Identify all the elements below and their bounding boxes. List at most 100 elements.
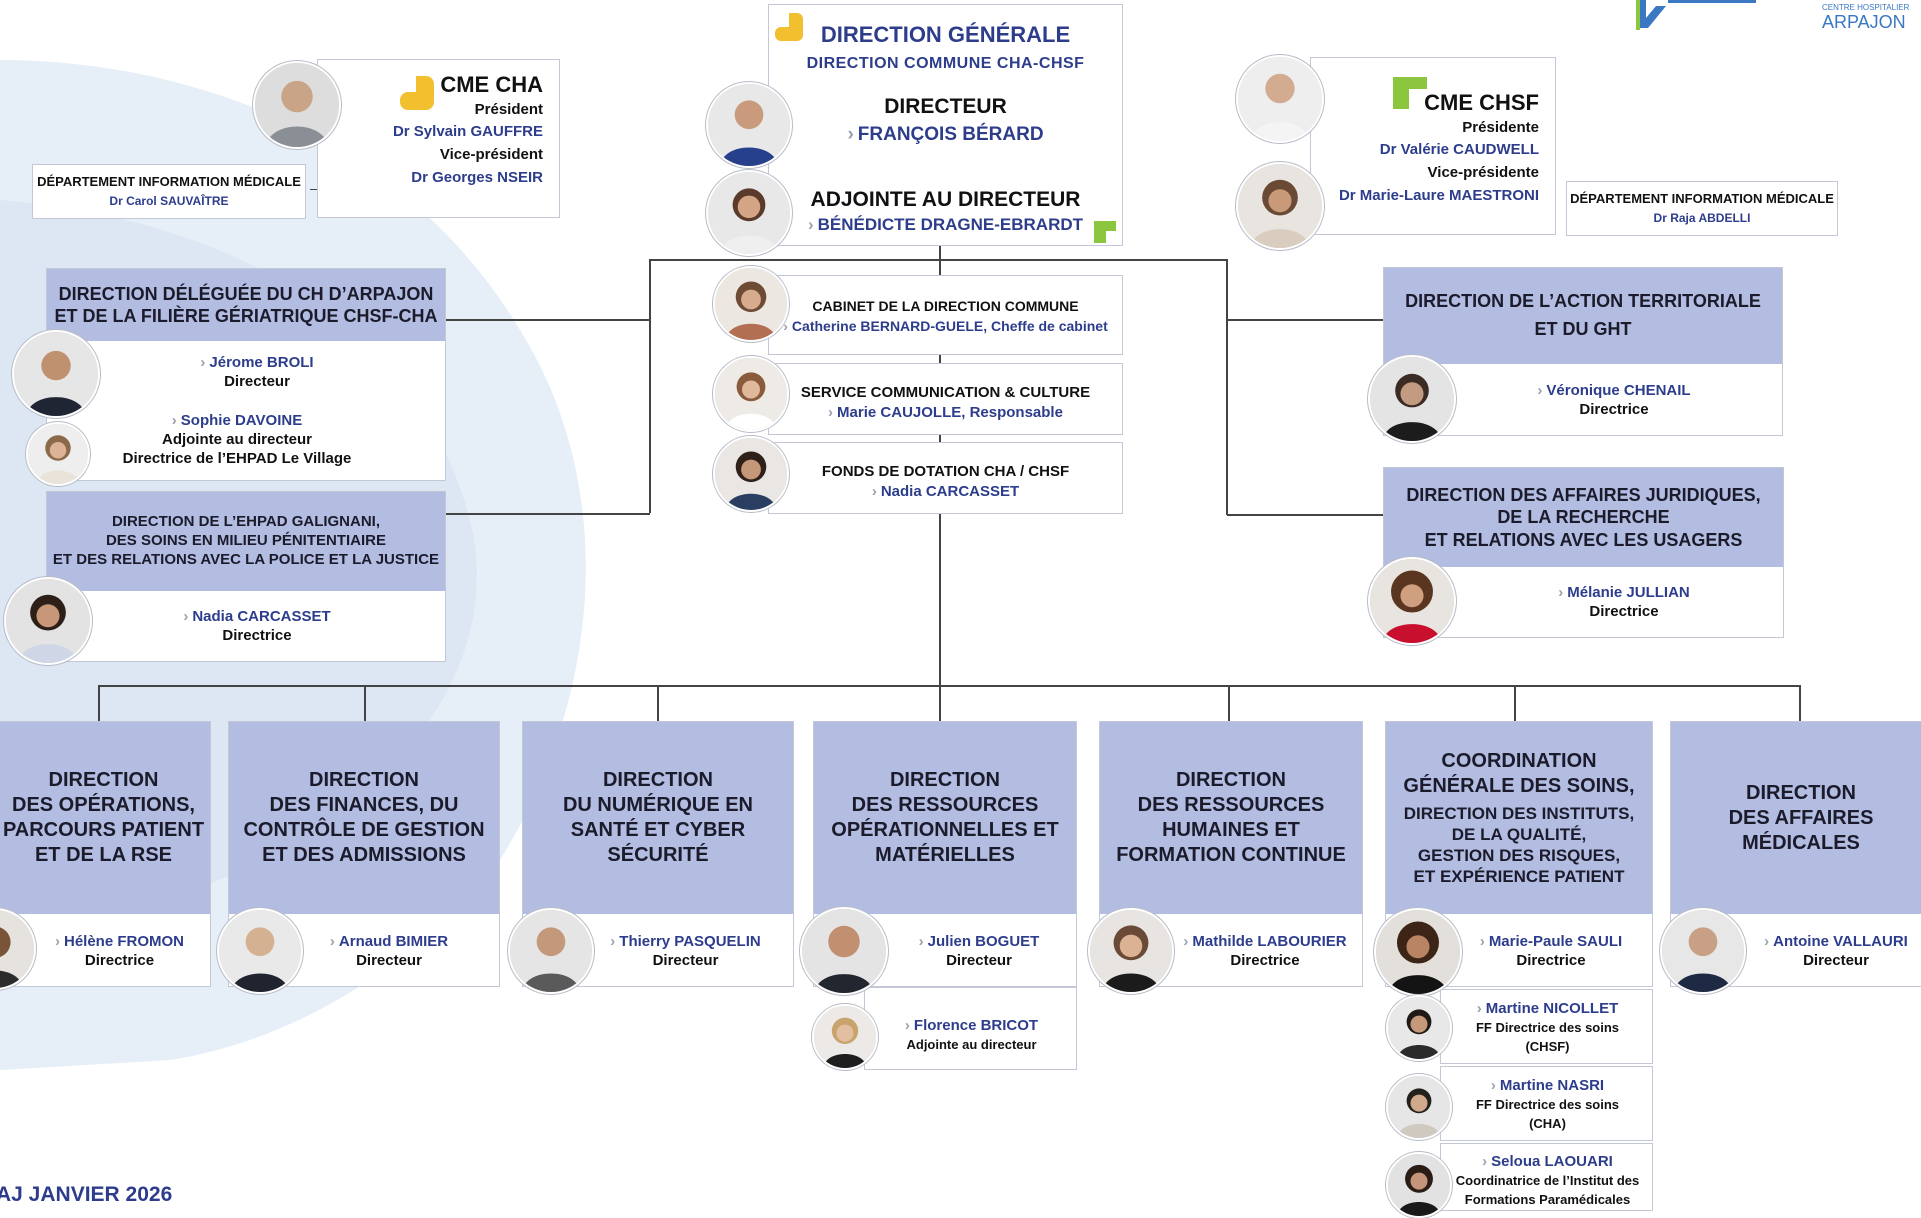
- avatar: [1386, 1152, 1452, 1218]
- logo-green-icon: [1094, 221, 1116, 243]
- direction-generale-subtitle: DIRECTION COMMUNE CHA-CHSF: [806, 55, 1085, 72]
- arrow-icon: ›: [610, 933, 616, 950]
- soins-sub-box-2: ›Martine NASRI FF Directrice des soins (…: [1440, 1066, 1653, 1141]
- connector: [98, 685, 100, 721]
- arrow-icon: ›: [1482, 1153, 1488, 1170]
- avatar: [800, 907, 888, 995]
- ressources-ope-role: Directeur: [946, 952, 1012, 969]
- adjointe-name-text: BÉNÉDICTE DRAGNE-EBRARDT: [817, 215, 1084, 234]
- rh-title: DIRECTION DES RESSOURCES HUMAINES ET FOR…: [1100, 722, 1362, 914]
- avatar: [4, 577, 92, 665]
- connector: [445, 319, 650, 321]
- cme-chsf-vice-name: Dr Marie-Laure MAESTRONI: [1338, 187, 1539, 204]
- avatar: [217, 908, 303, 994]
- logo-green-icon: [1393, 77, 1427, 109]
- adjointe-name: ›BÉNÉDICTE DRAGNE-EBRARDT: [769, 215, 1122, 235]
- dd-arpajon-title: DIRECTION DÉLÉGUÉE DU CH D’ARPAJON ET DE…: [47, 269, 445, 341]
- dim-cha-name: Dr Carol SAUVAÎTRE: [109, 194, 229, 208]
- affaires-medicales-title: DIRECTION DES AFFAIRES MÉDICALES: [1671, 722, 1921, 914]
- numerique-box: DIRECTION DU NUMÉRIQUE EN SANTÉ ET CYBER…: [522, 721, 794, 987]
- avatar: [1368, 557, 1456, 645]
- numerique-person: ›Thierry PASQUELIN Directeur: [583, 932, 788, 970]
- arpajon-logo-text: ARPAJON: [1822, 12, 1906, 32]
- connector: [1226, 259, 1228, 515]
- connector: [1799, 685, 1801, 721]
- cme-chsf-president-role: Présidente: [1462, 119, 1539, 136]
- soins-box: COORDINATION GÉNÉRALE DES SOINS, DIRECTI…: [1385, 721, 1653, 987]
- arrow-icon: ›: [847, 124, 854, 145]
- connector: [1227, 514, 1383, 516]
- juridique-role: Directrice: [1589, 603, 1659, 620]
- connector: [939, 685, 941, 721]
- footer-date: AJ JANVIER 2026: [0, 1183, 173, 1206]
- avatar: [1386, 1074, 1452, 1140]
- numerique-name: Thierry PASQUELIN: [619, 933, 761, 950]
- dim-chsf-box: DÉPARTEMENT INFORMATION MÉDICALE Dr Raja…: [1566, 181, 1838, 236]
- affaires-medicales-name: Antoine VALLAURI: [1773, 933, 1908, 950]
- cme-cha-vice-name: Dr Georges NSEIR: [411, 169, 543, 186]
- dim-chsf-title: DÉPARTEMENT INFORMATION MÉDICALE: [1570, 191, 1834, 206]
- arrow-icon: ›: [1537, 382, 1543, 399]
- affaires-medicales-role: Directeur: [1803, 952, 1869, 969]
- soins-person: ›Marie-Paule SAULI Directrice: [1456, 932, 1646, 970]
- logo-blue-icon: [1636, 0, 1666, 30]
- avatar: [706, 170, 792, 256]
- dd-arpajon-p1-role: Directeur: [224, 373, 290, 390]
- connector: [657, 685, 659, 721]
- cme-chsf-vice-role: Vice-présidente: [1427, 164, 1539, 181]
- dd-arpajon-p2-role: Adjointe au directeur: [161, 431, 313, 448]
- avatar: [26, 422, 90, 486]
- dd-arpajon-p1: ›Jérome BROLI Directeur: [107, 353, 407, 391]
- arrow-icon: ›: [329, 933, 335, 950]
- dd-arpajon-box: DIRECTION DÉLÉGUÉE DU CH D’ARPAJON ET DE…: [46, 268, 446, 481]
- arrow-icon: ›: [171, 412, 177, 429]
- connector: [364, 685, 366, 721]
- territoriale-person: ›Véronique CHENAIL Directrice: [1464, 381, 1764, 419]
- connector: [649, 259, 651, 513]
- avatar: [1386, 995, 1452, 1061]
- fonds-title: FONDS DE DOTATION CHA / CHSF: [821, 463, 1070, 480]
- soins-sub-box-1: ›Martine NICOLLET FF Directrice des soin…: [1440, 989, 1653, 1064]
- operations-name: Hélène FROMON: [63, 933, 184, 950]
- affaires-medicales-box: DIRECTION DES AFFAIRES MÉDICALES ›Antoin…: [1670, 721, 1921, 987]
- ressources-ope-name: Julien BOGUET: [927, 933, 1040, 950]
- connector: [310, 189, 318, 190]
- cme-cha-title: CME CHA: [440, 72, 543, 97]
- dd-arpajon-p2-name: Sophie DAVOINE: [180, 412, 303, 429]
- cabinet-name: ›Catherine BERNARD-GUELE, Cheffe de cabi…: [769, 318, 1122, 334]
- soins-title-a: COORDINATION GÉNÉRALE DES SOINS,: [1403, 749, 1635, 797]
- cabinet-title: CABINET DE LA DIRECTION COMMUNE: [812, 298, 1079, 314]
- cme-cha-box: CME CHA Président Dr Sylvain GAUFFRE Vic…: [317, 59, 560, 218]
- juridique-title: DIRECTION DES AFFAIRES JURIDIQUES, DE LA…: [1384, 468, 1783, 567]
- arrow-icon: ›: [807, 215, 814, 234]
- avatar: [1236, 162, 1324, 250]
- soins-sub-person-2: ›Martine NASRI FF Directrice des soins (…: [1445, 1076, 1650, 1133]
- soins-sub-person-1: ›Martine NICOLLET FF Directrice des soin…: [1445, 999, 1650, 1056]
- fonds-name: ›Nadia CARCASSET: [769, 483, 1122, 500]
- connector: [98, 685, 1801, 687]
- arrow-icon: ›: [200, 354, 206, 371]
- soins-name: Marie-Paule SAULI: [1488, 933, 1623, 950]
- cme-cha-president-role: Président: [474, 101, 543, 118]
- territoriale-title: DIRECTION DE L’ACTION TERRITORIALE ET DU…: [1384, 268, 1782, 364]
- connector: [1227, 319, 1383, 321]
- soins-sub-role-2: FF Directrice des soins (CHA): [1475, 1097, 1620, 1131]
- ehpad-title: DIRECTION DE L’EHPAD GALIGNANI, DES SOIN…: [47, 492, 445, 591]
- fonds-box: FONDS DE DOTATION CHA / CHSF ›Nadia CARC…: [768, 442, 1123, 514]
- communication-name-text: Marie CAUJOLLE, Responsable: [837, 404, 1063, 421]
- ehpad-name: Nadia CARCASSET: [192, 608, 331, 625]
- arrow-icon: ›: [1183, 933, 1189, 950]
- operations-role: Directrice: [84, 952, 155, 969]
- directeur-role: DIRECTEUR: [884, 95, 1007, 118]
- finances-name: Arnaud BIMIER: [338, 933, 449, 950]
- avatar: [1368, 355, 1456, 443]
- avatar: [1660, 908, 1746, 994]
- dim-cha-title: DÉPARTEMENT INFORMATION MÉDICALE: [37, 174, 301, 189]
- operations-title: DIRECTION DES OPÉRATIONS, PARCOURS PATIE…: [0, 722, 210, 914]
- avatar: [713, 266, 789, 342]
- soins-sub-box-3: ›Seloua LAOUARI Coordinatrice de l’Insti…: [1440, 1143, 1653, 1211]
- cabinet-box: CABINET DE LA DIRECTION COMMUNE ›Catheri…: [768, 275, 1123, 355]
- avatar: [1374, 908, 1462, 996]
- dd-arpajon-p1-name: Jérome BROLI: [209, 354, 314, 371]
- avatar: [706, 82, 792, 168]
